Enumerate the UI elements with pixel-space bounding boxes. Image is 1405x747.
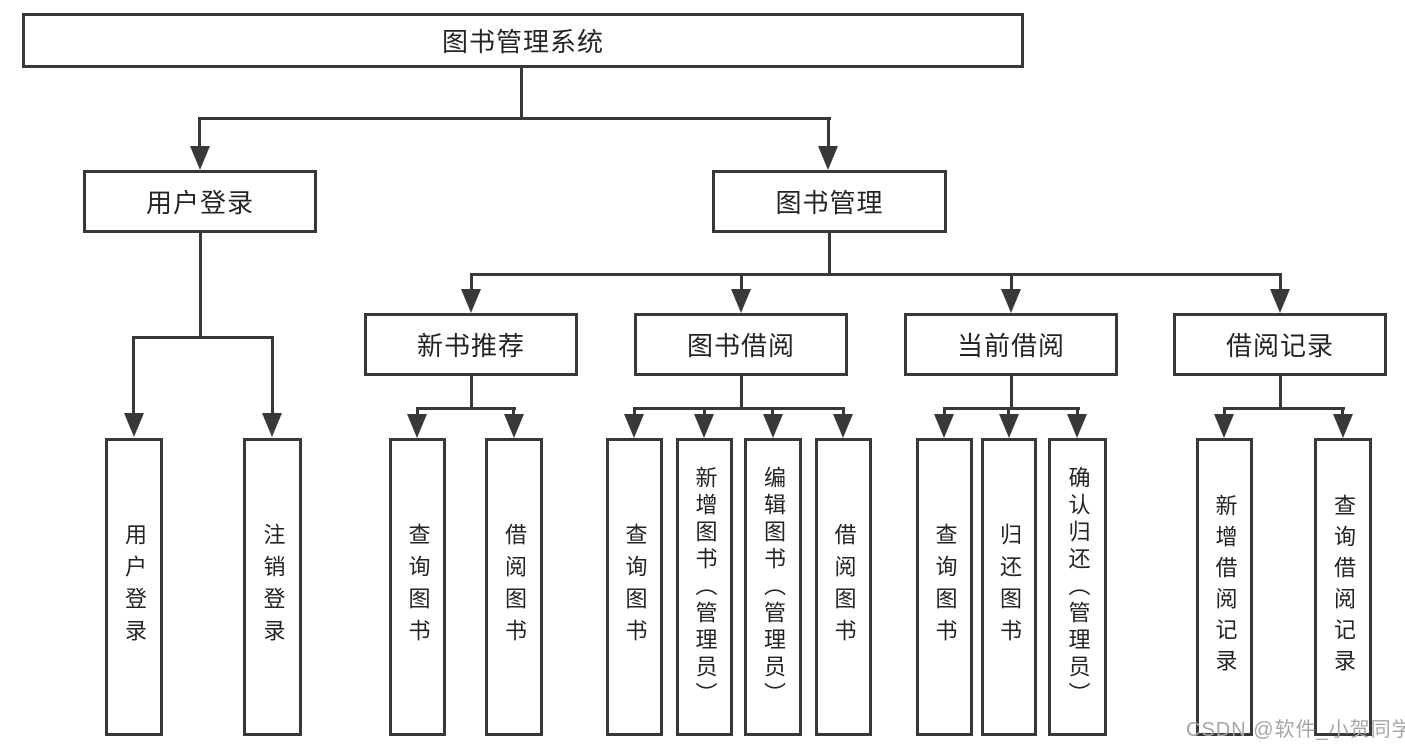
node-label: 新增图书（管理员） bbox=[692, 465, 718, 709]
node-label: 查询图书 bbox=[405, 523, 431, 651]
connector-line bbox=[1223, 407, 1226, 416]
leaf-borrow-add-books-admin: 新增图书（管理员） bbox=[676, 438, 733, 736]
connector-line bbox=[198, 117, 201, 148]
arrowhead-down bbox=[124, 413, 144, 437]
leaf-newbook-borrow-books: 借阅图书 bbox=[485, 438, 543, 736]
node-book-borrow: 图书借阅 bbox=[634, 313, 848, 376]
node-label: 用户登录 bbox=[145, 188, 254, 218]
arrowhead-down bbox=[1067, 414, 1087, 438]
connector-line bbox=[133, 336, 274, 339]
node-borrow-record: 借阅记录 bbox=[1173, 313, 1387, 376]
connector-line bbox=[198, 117, 831, 120]
node-new-book-recommend: 新书推荐 bbox=[364, 313, 578, 376]
connector-line bbox=[943, 407, 1080, 410]
node-label: 新书推荐 bbox=[416, 331, 525, 361]
node-label: 用户登录 bbox=[122, 523, 147, 651]
node-label: 图书借阅 bbox=[686, 331, 795, 361]
connector-line bbox=[1223, 407, 1345, 410]
node-label: 查询借阅记录 bbox=[1331, 494, 1356, 680]
connector-line bbox=[271, 336, 274, 414]
node-library-system: 图书管理系统 bbox=[22, 13, 1024, 68]
connector-line bbox=[512, 407, 515, 416]
arrowhead-down bbox=[190, 146, 210, 170]
arrowhead-down bbox=[934, 414, 954, 438]
node-current-borrow: 当前借阅 bbox=[904, 313, 1118, 376]
arrowhead-down bbox=[461, 289, 481, 313]
connector-line bbox=[771, 407, 774, 416]
node-label: 编辑图书（管理员） bbox=[761, 465, 786, 709]
arrowhead-down bbox=[1333, 414, 1353, 438]
csdn-watermark: CSDN @软件_小贺同学 bbox=[1186, 719, 1405, 741]
leaf-current-confirm-return-admin: 确认归还（管理员） bbox=[1048, 438, 1107, 736]
leaf-record-query-borrow-record: 查询借阅记录 bbox=[1314, 438, 1372, 736]
node-label: 新增借阅记录 bbox=[1212, 494, 1238, 680]
node-label: 借阅记录 bbox=[1225, 331, 1334, 361]
arrowhead-down bbox=[1270, 289, 1290, 313]
connector-line bbox=[132, 336, 135, 414]
connector-line bbox=[703, 407, 706, 416]
arrowhead-down bbox=[818, 146, 838, 170]
connector-line bbox=[1341, 407, 1344, 416]
arrowhead-down bbox=[624, 414, 644, 438]
leaf-record-add-borrow-record: 新增借阅记录 bbox=[1196, 438, 1253, 736]
node-label: 归还图书 bbox=[997, 523, 1022, 651]
arrowhead-down bbox=[407, 414, 427, 438]
connector-line bbox=[1279, 273, 1282, 291]
leaf-current-return-books: 归还图书 bbox=[981, 438, 1037, 736]
connector-line bbox=[1010, 273, 1013, 291]
connector-line bbox=[1076, 407, 1079, 416]
leaf-borrow-borrow-books: 借阅图书 bbox=[815, 438, 872, 736]
node-label: 查询图书 bbox=[932, 523, 958, 651]
connector-line bbox=[943, 407, 946, 416]
leaf-newbook-query-books: 查询图书 bbox=[389, 438, 446, 736]
arrowhead-down bbox=[262, 413, 282, 437]
arrowhead-down bbox=[694, 414, 714, 438]
node-label: 图书管理 bbox=[775, 188, 884, 218]
connector-line bbox=[1007, 407, 1010, 416]
connector-line bbox=[827, 117, 830, 148]
arrowhead-down bbox=[763, 414, 783, 438]
leaf-current-query-books: 查询图书 bbox=[916, 438, 973, 736]
connector-line bbox=[740, 273, 743, 291]
connector-line bbox=[416, 407, 516, 410]
leaf-borrow-edit-books-admin: 编辑图书（管理员） bbox=[744, 438, 802, 736]
node-label: 注销登录 bbox=[260, 523, 286, 651]
connector-line bbox=[470, 273, 1282, 276]
connector-line bbox=[740, 376, 743, 410]
arrowhead-down bbox=[1001, 289, 1021, 313]
node-label: 确认归还（管理员） bbox=[1065, 465, 1091, 709]
connector-line bbox=[470, 273, 473, 291]
node-label: 借阅图书 bbox=[831, 523, 857, 651]
connector-line bbox=[828, 233, 831, 275]
connector-line bbox=[633, 407, 636, 416]
leaf-logout: 注销登录 bbox=[243, 438, 302, 736]
node-label: 当前借阅 bbox=[956, 331, 1065, 361]
arrowhead-down bbox=[504, 414, 524, 438]
connector-line bbox=[199, 232, 202, 339]
arrowhead-down bbox=[833, 414, 853, 438]
arrowhead-down bbox=[1214, 414, 1234, 438]
leaf-user-login: 用户登录 bbox=[105, 438, 163, 736]
node-user-login: 用户登录 bbox=[83, 170, 317, 233]
arrowhead-down bbox=[999, 414, 1019, 438]
connector-line bbox=[416, 407, 419, 416]
node-book-management: 图书管理 bbox=[712, 170, 947, 233]
connector-line bbox=[633, 407, 845, 410]
connector-line bbox=[520, 68, 523, 120]
arrowhead-down bbox=[731, 289, 751, 313]
connector-line bbox=[470, 376, 473, 410]
connector-line bbox=[1279, 376, 1282, 410]
node-label: 图书管理系统 bbox=[441, 27, 604, 57]
leaf-borrow-query-books: 查询图书 bbox=[606, 438, 663, 736]
node-label: 借阅图书 bbox=[502, 523, 527, 651]
node-label: 查询图书 bbox=[622, 523, 648, 651]
connector-line bbox=[1010, 376, 1013, 410]
connector-line bbox=[842, 407, 845, 416]
